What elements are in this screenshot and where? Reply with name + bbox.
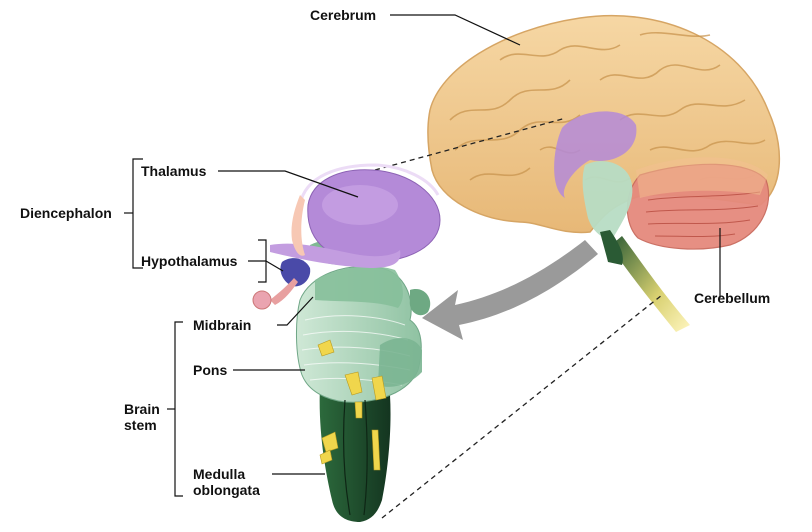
spinal-cord [610,236,690,332]
dashed-line-top [374,117,567,171]
inner-thalamus [554,111,637,198]
cranial-nerves [317,339,387,471]
cerebellum-folia [645,191,761,237]
label-midbrain: Midbrain [193,317,252,333]
label-thalamus: Thalamus [141,163,207,179]
medulla-ridges [343,399,368,516]
label-medulla-oblongata: Medulla oblongata [193,466,260,498]
hypothalamus-shape [280,258,311,287]
medulla-shape [319,383,391,522]
label-diencephalon: Diencephalon [20,205,112,221]
inner-brainstem [582,161,633,240]
label-medulla-line1: Medulla [193,466,246,482]
label-cerebellum: Cerebellum [694,290,771,306]
enlarged-brainstem [252,163,441,522]
label-brain-stem: Brain stem [124,401,160,433]
whole-brain [427,14,781,332]
label-cerebrum: Cerebrum [310,7,377,23]
label-hypothalamus: Hypothalamus [141,253,238,269]
leader-lines [124,14,721,497]
label-brain-stem-line1: Brain [124,401,160,417]
label-brain-stem-line2: stem [124,417,157,433]
zoom-arrow [422,240,598,340]
label-pons: Pons [193,362,228,378]
label-medulla-line2: oblongata [193,482,260,498]
dashed-line-bottom [381,294,663,519]
